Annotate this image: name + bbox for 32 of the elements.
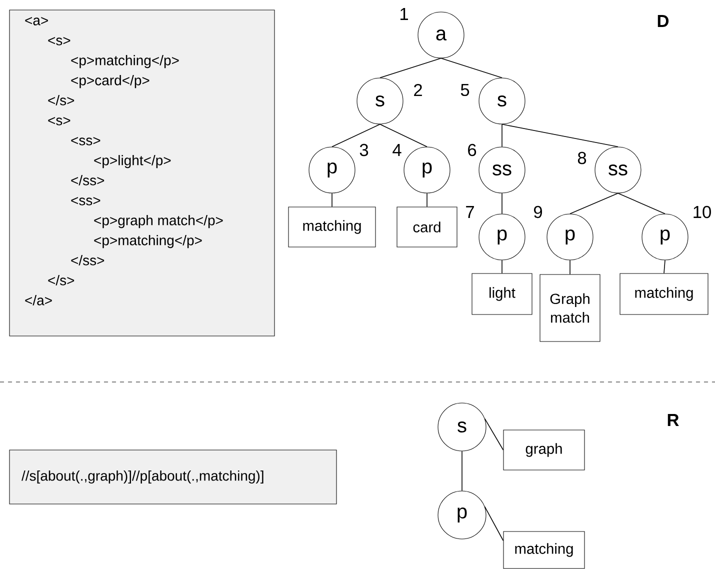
leaf-box: light — [472, 273, 532, 315]
connector-line — [440, 58, 502, 78]
leaf-box: card — [396, 206, 458, 248]
leaf-box: matching — [288, 206, 376, 248]
leaf-box: matching — [503, 531, 585, 569]
connector-line — [484, 418, 504, 450]
connector-line — [484, 506, 504, 542]
connector-line — [426, 192, 428, 208]
node-number: 2 — [414, 84, 422, 96]
node-number: 4 — [392, 144, 402, 156]
connector-line — [618, 192, 666, 214]
leaf-box: Graph match — [540, 274, 600, 342]
connector-line — [380, 58, 442, 78]
connector-line — [380, 124, 428, 148]
node-number: 3 — [360, 144, 368, 156]
connector-line — [502, 124, 618, 148]
node-number: 9 — [534, 206, 542, 218]
connector-line — [570, 192, 618, 214]
leaf-box: matching — [620, 273, 708, 315]
query-box: //s[about(.,graph)]//p[about(.,matching)] — [9, 450, 337, 504]
code-box: <a> <s> <p>matching</p> <p>card</p> </s> <s> <ss> <p>light</p> </ss> <ss> <p>graph match</p> <p>matching</p> </ss> </s> </a> — [9, 10, 275, 336]
node-number: 1 — [400, 8, 408, 20]
node-number: 7 — [466, 206, 474, 218]
leaf-box: graph — [503, 430, 585, 470]
connector-line — [332, 124, 380, 148]
node-number: 5 — [460, 84, 470, 96]
connector-line — [664, 260, 666, 274]
node-number: 8 — [578, 152, 586, 164]
node-number: 6 — [468, 144, 476, 156]
panel-letter: D — [658, 15, 669, 27]
node-number: 10 — [694, 206, 711, 218]
panel-letter: R — [668, 414, 679, 426]
